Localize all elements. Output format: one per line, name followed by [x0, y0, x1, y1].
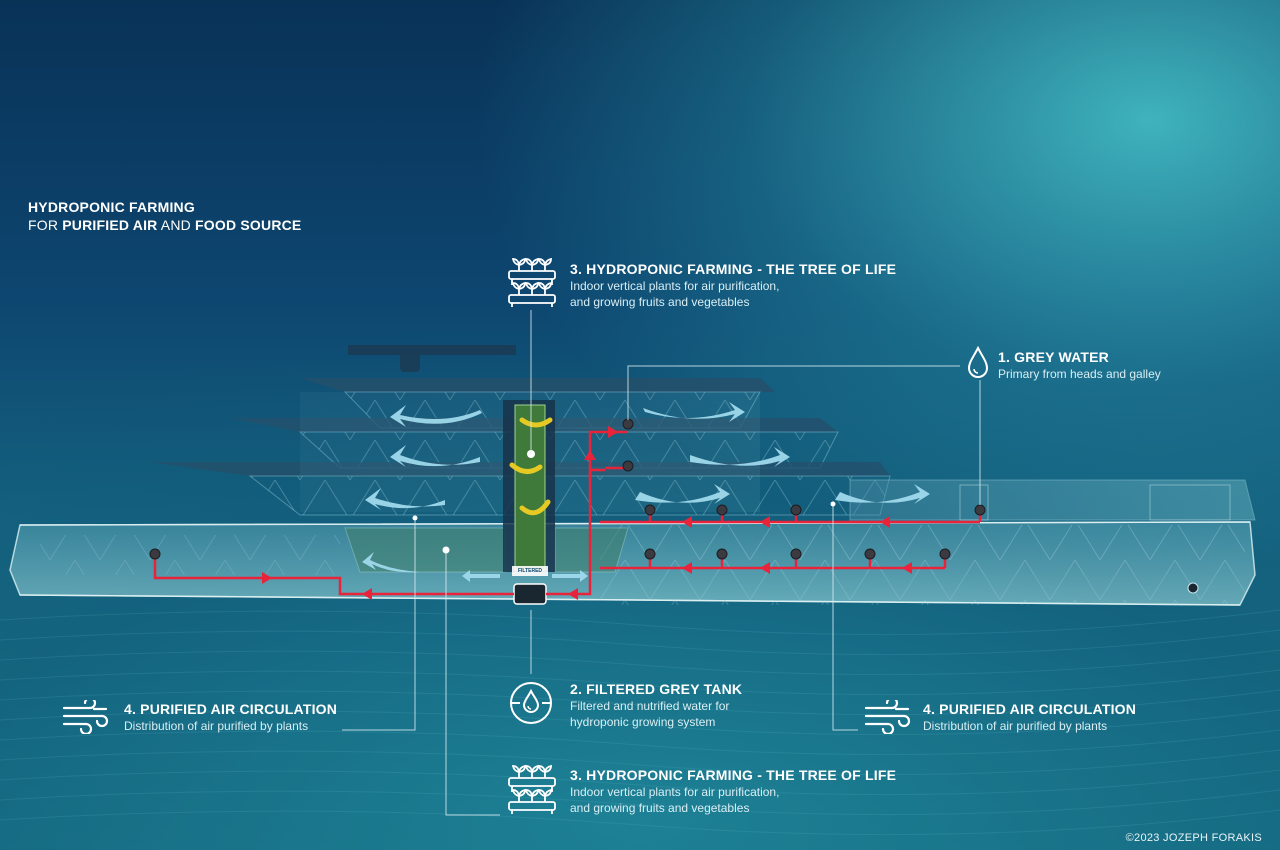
wind-icon	[62, 700, 109, 734]
filtered-tank-desc-2: hydroponic growing system	[570, 715, 716, 729]
filtered-tank-icon	[510, 682, 552, 724]
grey-water-desc: Primary from heads and galley	[998, 367, 1161, 381]
label-air-right: 4. PURIFIED AIR CIRCULATION Distribution…	[923, 700, 1136, 734]
title-line-2: FOR PURIFIED AIR AND FOOD SOURCE	[28, 217, 302, 233]
label-filtered-tank: 2. FILTERED GREY TANK Filtered and nutri…	[570, 680, 742, 730]
filtered-tank-heading: 2. FILTERED GREY TANK	[570, 681, 743, 697]
air-left-desc: Distribution of air purified by plants	[124, 719, 309, 733]
leader-lines	[342, 310, 981, 816]
air-flow-arrows	[362, 402, 930, 582]
tree-top-heading: 3. HYDROPONIC FARMING - THE TREE OF LIFE	[570, 261, 897, 277]
tree-of-life	[503, 400, 555, 572]
hydroponic-rack-icon	[508, 257, 556, 307]
wind-icon	[864, 700, 911, 734]
air-left-heading: 4. PURIFIED AIR CIRCULATION	[124, 701, 338, 717]
tree-bottom-desc-1: Indoor vertical plants for air purificat…	[570, 785, 780, 799]
garden-pod	[344, 527, 629, 573]
grey-water-piping	[153, 430, 982, 596]
tree-bottom-heading: 3. HYDROPONIC FARMING - THE TREE OF LIFE	[570, 767, 897, 783]
water-texture	[0, 609, 1280, 836]
filtered-tank-desc-1: Filtered and nutrified water for	[570, 699, 730, 713]
copyright-credit: ©2023 JOZEPH FORAKIS	[1125, 832, 1262, 844]
label-grey-water: 1. GREY WATER Primary from heads and gal…	[998, 348, 1161, 382]
hydroponic-rack-icon	[508, 764, 556, 814]
pipe-flow-arrows	[262, 426, 912, 600]
label-tree-of-life-bottom: 3. HYDROPONIC FARMING - THE TREE OF LIFE…	[570, 766, 896, 816]
label-air-left: 4. PURIFIED AIR CIRCULATION Distribution…	[124, 700, 337, 734]
tank-tag: FILTERED	[517, 568, 543, 574]
water-drop-icon	[967, 346, 989, 378]
hull	[9, 521, 1256, 606]
tree-top-desc-2: and growing fruits and vegetables	[570, 295, 750, 309]
air-right-heading: 4. PURIFIED AIR CIRCULATION	[923, 701, 1137, 717]
tree-bottom-desc-2: and growing fruits and vegetables	[570, 801, 750, 815]
tree-top-desc-1: Indoor vertical plants for air purificat…	[570, 279, 780, 293]
diagram-title: HYDROPONIC FARMING FOR PURIFIED AIR AND …	[28, 198, 301, 234]
air-right-desc: Distribution of air purified by plants	[923, 719, 1108, 733]
title-line-1: HYDROPONIC FARMING	[28, 199, 195, 215]
label-tree-of-life-top: 3. HYDROPONIC FARMING - THE TREE OF LIFE…	[570, 260, 896, 310]
grey-water-heading: 1. GREY WATER	[998, 349, 1109, 365]
